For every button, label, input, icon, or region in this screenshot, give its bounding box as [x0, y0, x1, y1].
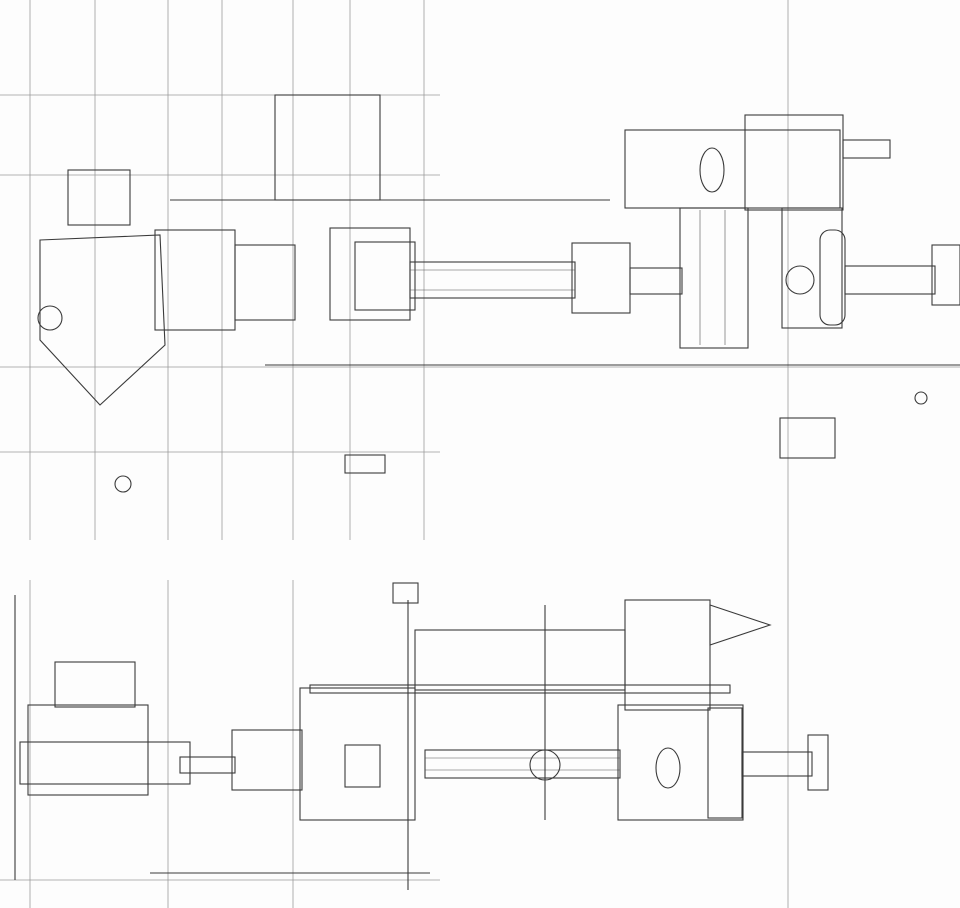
lower-assembly: [14, 582, 829, 890]
upper-assembly: [37, 94, 960, 493]
